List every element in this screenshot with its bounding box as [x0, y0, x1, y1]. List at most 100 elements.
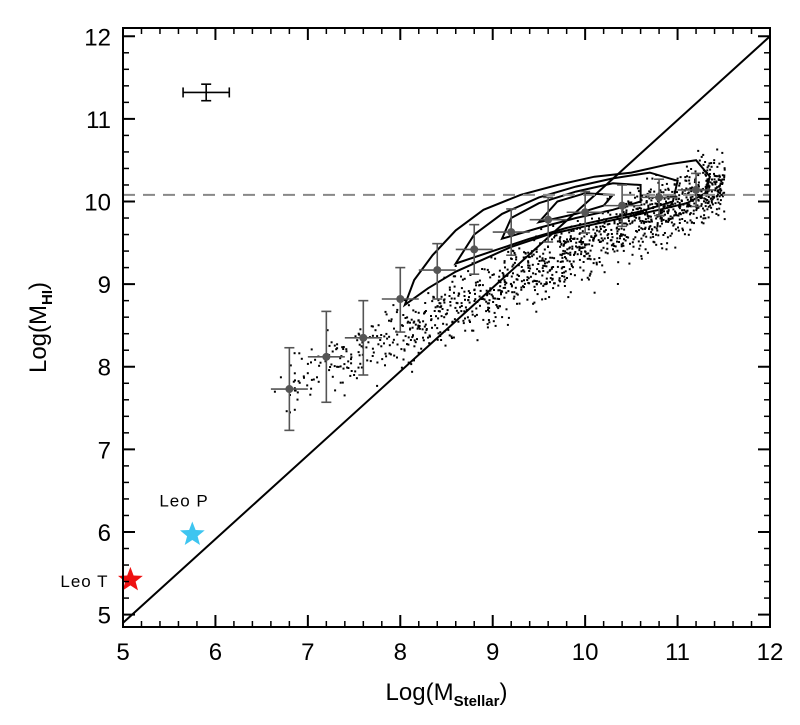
scatter-point [636, 207, 639, 210]
scatter-point [664, 213, 666, 216]
scatter-point [630, 203, 633, 206]
scatter-point [533, 285, 536, 288]
scatter-point [345, 348, 348, 351]
scatter-point [558, 277, 561, 280]
scatter-point [649, 236, 652, 239]
scatter-point [631, 220, 634, 223]
scatter-point [631, 241, 634, 244]
scatter-point [510, 285, 513, 288]
scatter-point [673, 179, 676, 182]
scatter-point [692, 209, 695, 212]
x-axis-title-sub: Stellar [454, 693, 500, 710]
scatter-point [379, 339, 382, 341]
scatter-point [421, 328, 424, 331]
scatter-point [440, 295, 443, 298]
scatter-point [667, 210, 670, 213]
scatter-point [504, 286, 507, 289]
scatter-point [339, 381, 342, 384]
scatter-point [367, 341, 370, 344]
scatter-point [515, 256, 518, 259]
scatter-point [343, 394, 346, 397]
scatter-point [392, 304, 395, 307]
scatter-point [705, 184, 708, 187]
scatter-point [551, 273, 554, 276]
scatter-point [448, 334, 451, 337]
scatter-point [561, 272, 564, 274]
scatter-point [686, 209, 689, 212]
plot-border [122, 27, 771, 628]
scatter-point [697, 174, 700, 177]
scatter-point [490, 293, 493, 296]
scatter-point [532, 253, 535, 256]
scatter-point [632, 245, 635, 248]
scatter-point [607, 211, 610, 214]
binned-mean-point [322, 352, 331, 361]
scatter-point [707, 200, 710, 203]
scatter-point [710, 206, 713, 209]
scatter-point [462, 319, 465, 322]
scatter-point [598, 261, 601, 263]
scatter-point [595, 234, 598, 237]
scatter-point [551, 278, 554, 281]
scatter-point [620, 234, 623, 237]
binned-mean [270, 346, 308, 432]
scatter-point [410, 363, 413, 366]
scatter-point [716, 148, 719, 151]
scatter-point [653, 241, 656, 244]
scatter-point [528, 264, 531, 267]
scatter-point [656, 225, 659, 228]
scatter-point [406, 316, 409, 319]
scatter-point [657, 234, 660, 237]
scatter-point [570, 225, 573, 228]
scatter-point [498, 305, 501, 308]
scatter-point [561, 260, 564, 263]
scatter-point [697, 149, 700, 152]
scatter-point [592, 262, 595, 265]
scatter-point [649, 191, 652, 194]
scatter-point [424, 302, 427, 304]
scatter-point [623, 222, 626, 225]
scatter-point [356, 339, 359, 342]
scatter-point [689, 187, 692, 190]
scatter-point [531, 255, 534, 258]
scatter-point [503, 296, 506, 299]
scatter-point [357, 351, 360, 354]
scatter-point [650, 218, 653, 221]
scatter-point [600, 240, 603, 243]
scatter-point [573, 253, 575, 256]
scatter-point [719, 182, 722, 185]
scatter-point [549, 281, 551, 284]
scatter-point [449, 301, 452, 303]
scatter-point [697, 184, 700, 186]
scatter-point [610, 233, 613, 235]
scatter-point [721, 178, 724, 181]
scatter-point [592, 228, 595, 231]
scatter-point [427, 336, 429, 339]
scatter-point [576, 237, 579, 240]
scatter-point [687, 169, 690, 172]
scatter-point [624, 216, 627, 219]
scatter-point [515, 292, 518, 295]
scatter-point [708, 185, 711, 188]
scatter-point [682, 229, 684, 232]
scatter-point [565, 251, 568, 254]
scatter-point [396, 356, 398, 359]
scatter-point [428, 334, 431, 337]
scatter-point [341, 346, 344, 349]
scatter-point [452, 275, 455, 278]
scatter-point [463, 295, 466, 297]
scatter-point [441, 308, 444, 310]
scatter-point [640, 227, 643, 230]
scatter-point [459, 306, 462, 309]
scatter-point [492, 301, 495, 303]
scatter-point [628, 201, 631, 204]
scatter-point [680, 199, 683, 202]
scatter-point [629, 222, 632, 225]
scatter-point [640, 237, 643, 240]
scatter-point [689, 205, 692, 208]
scatter-point [646, 251, 649, 254]
scatter-point [336, 365, 339, 368]
scatter-point [616, 230, 619, 233]
scatter-point [546, 261, 549, 264]
scatter-point [529, 267, 532, 270]
